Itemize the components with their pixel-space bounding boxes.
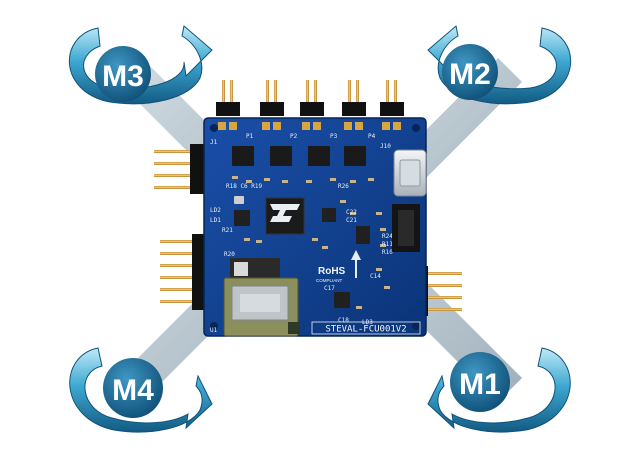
usb-connector bbox=[393, 149, 427, 197]
side-connector bbox=[392, 204, 420, 252]
svg-text:LD3: LD3 bbox=[362, 319, 373, 326]
motor-m1: M1 bbox=[427, 347, 571, 433]
st-logo bbox=[270, 204, 300, 222]
pin-header-top-3 bbox=[300, 80, 324, 116]
pin-header-top-2 bbox=[260, 80, 284, 116]
motor-label-m3: M3 bbox=[102, 60, 144, 93]
sensor-chip bbox=[334, 292, 350, 308]
svg-text:R24: R24 bbox=[382, 233, 393, 240]
svg-text:C14: C14 bbox=[370, 273, 381, 280]
svg-text:J10: J10 bbox=[380, 143, 391, 150]
motor-label-m1: M1 bbox=[459, 368, 501, 401]
motor-badge-m2 bbox=[442, 44, 498, 100]
board-name: STEVAL-FCU001V2 bbox=[325, 325, 406, 335]
mount-hole bbox=[210, 124, 218, 132]
motor-badge-m3 bbox=[95, 46, 151, 102]
pin-header-top-4 bbox=[342, 80, 366, 116]
rohs-marking: RoHS COMPLIANT bbox=[316, 266, 346, 283]
motor-badge-m1 bbox=[450, 352, 510, 412]
svg-text:C17: C17 bbox=[324, 285, 335, 292]
motor-badge-m4 bbox=[103, 358, 163, 418]
pin-header-top-1 bbox=[216, 80, 240, 116]
svg-text:P4: P4 bbox=[368, 133, 376, 140]
motor-m4: M4 bbox=[69, 347, 213, 433]
left-pin-headers bbox=[154, 144, 206, 310]
svg-text:R18 C6 R19: R18 C6 R19 bbox=[226, 183, 263, 190]
svg-text:P2: P2 bbox=[290, 133, 298, 140]
svg-text:U1: U1 bbox=[210, 327, 218, 334]
rohs-compliant-label: COMPLIANT bbox=[316, 278, 343, 283]
board-name-frame bbox=[311, 321, 421, 335]
svg-text:LD1: LD1 bbox=[210, 217, 221, 224]
motor-m3: M3 bbox=[68, 25, 213, 105]
passive-components bbox=[232, 176, 390, 309]
sensor-chip bbox=[356, 226, 370, 244]
pin-header-top-5 bbox=[380, 80, 404, 116]
svg-text:C18: C18 bbox=[338, 317, 349, 324]
sensor-chip bbox=[322, 208, 336, 222]
silkscreen-labels: J1 P1 P2 P3 P4 J10 R18 C6 R19 R26 LD2 LD… bbox=[210, 133, 393, 334]
mount-hole bbox=[210, 322, 218, 330]
svg-text:P3: P3 bbox=[330, 133, 338, 140]
motor-m2: M2 bbox=[427, 25, 572, 105]
forward-arrow bbox=[351, 250, 361, 278]
top-header-pads bbox=[218, 122, 401, 130]
motor-driver-chips bbox=[232, 146, 366, 166]
pin-header-left-upper bbox=[154, 144, 204, 194]
svg-text:C22: C22 bbox=[346, 209, 357, 216]
sensor-chip bbox=[234, 210, 250, 226]
motor-label-m2: M2 bbox=[449, 58, 491, 91]
svg-text:R26: R26 bbox=[338, 183, 349, 190]
svg-text:R20: R20 bbox=[224, 251, 235, 258]
svg-text:R21: R21 bbox=[222, 227, 233, 234]
svg-text:R10: R10 bbox=[382, 249, 393, 256]
rotation-ring-m1 bbox=[427, 347, 571, 433]
rotation-ring-m4 bbox=[69, 347, 213, 433]
svg-text:P1: P1 bbox=[246, 133, 254, 140]
mount-hole bbox=[412, 124, 420, 132]
flight-controller-board: J1 P1 P2 P3 P4 J10 R18 C6 R19 R26 LD2 LD… bbox=[203, 117, 427, 337]
pin-header-left-lower bbox=[160, 234, 206, 310]
rohs-label: RoHS bbox=[318, 266, 346, 277]
svg-text:LD2: LD2 bbox=[210, 207, 221, 214]
bluetooth-module bbox=[223, 258, 300, 337]
crystal bbox=[234, 196, 244, 204]
mount-hole bbox=[412, 322, 420, 330]
svg-text:C21: C21 bbox=[346, 217, 357, 224]
top-pin-headers bbox=[216, 80, 404, 116]
motor-label-m4: M4 bbox=[112, 374, 154, 407]
svg-text:R11: R11 bbox=[382, 241, 393, 248]
svg-text:J1: J1 bbox=[210, 139, 218, 146]
